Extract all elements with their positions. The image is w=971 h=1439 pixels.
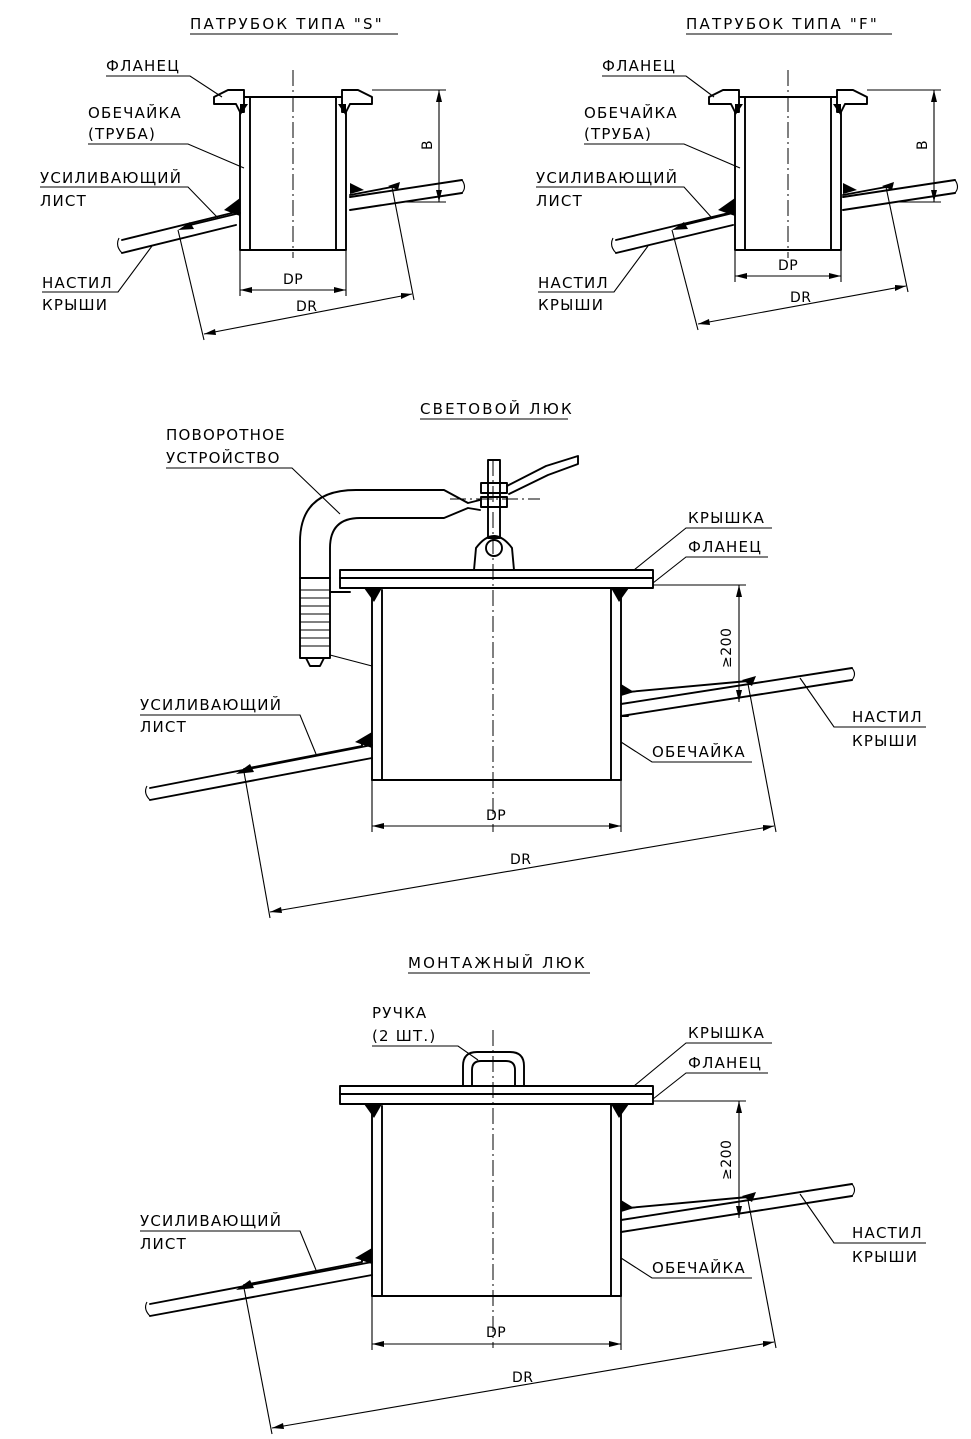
reinforcing-sheet-label-sub: ЛИСТ xyxy=(140,718,187,736)
roof-deck-label: НАСТИЛ xyxy=(852,708,923,726)
manhole-title: МОНТАЖНЫЙ ЛЮК xyxy=(408,953,587,972)
reinforcing-sheet-label-sub: ЛИСТ xyxy=(140,1235,187,1253)
dimension-dr-label: DR xyxy=(512,1370,534,1386)
reinforcing-sheet-label: УСИЛИВАЮЩИЙ xyxy=(40,168,182,187)
reinforcing-sheet-label: УСИЛИВАЮЩИЙ xyxy=(140,695,282,714)
skylight-title: СВЕТОВОЙ ЛЮК xyxy=(420,399,574,418)
flange-label: ФЛАНЕЦ xyxy=(106,57,180,75)
swivel-device-label: ПОВОРОТНОЕ xyxy=(166,426,286,444)
dimension-b-label: B xyxy=(915,140,931,150)
reinforcing-sheet-label: УСИЛИВАЮЩИЙ xyxy=(140,1211,282,1230)
roof-deck-label-sub: КРЫШИ xyxy=(42,296,108,314)
reinforcing-sheet-label: УСИЛИВАЮЩИЙ xyxy=(536,168,678,187)
roof-deck-label: НАСТИЛ xyxy=(852,1224,923,1242)
mounting-hatch-diagram: МОНТАЖНЫЙ ЛЮК ≥200 xyxy=(140,953,926,1435)
roof-deck-label-sub: КРЫШИ xyxy=(538,296,604,314)
swivel-device-label-sub: УСТРОЙСТВО xyxy=(166,448,281,467)
roof-deck-label-sub: КРЫШИ xyxy=(852,732,918,750)
dimension-dp-label: DP xyxy=(486,808,506,824)
reinforcing-sheet-label-sub: ЛИСТ xyxy=(536,192,583,210)
roof-deck-label-sub: КРЫШИ xyxy=(852,1248,918,1266)
nozzle-f-title: ПАТРУБОК ТИПА "F" xyxy=(686,15,879,33)
shell-label: ОБЕЧАЙКА xyxy=(88,103,182,122)
shell-label: ОБЕЧАЙКА xyxy=(652,1258,746,1277)
flange-label: ФЛАНЕЦ xyxy=(688,1054,762,1072)
dimension-b-label: B xyxy=(420,140,436,150)
cover-label: КРЫШКА xyxy=(688,509,765,527)
reinforcing-sheet-label-sub: ЛИСТ xyxy=(40,192,87,210)
cover-label: КРЫШКА xyxy=(688,1024,765,1042)
handle-label-sub: (2 ШТ.) xyxy=(372,1027,436,1045)
dimension-dr-label: DR xyxy=(510,852,532,868)
dimension-dp-label: DP xyxy=(778,258,798,274)
shell-label: ОБЕЧАЙКА xyxy=(652,742,746,761)
roof-deck-label: НАСТИЛ xyxy=(538,274,609,292)
dimension-dr-label: DR xyxy=(296,299,318,315)
shell-label-sub: (ТРУБА) xyxy=(584,125,652,143)
min-height-label: ≥200 xyxy=(719,628,735,668)
min-height-label: ≥200 xyxy=(719,1140,735,1180)
nozzle-f-diagram: ПАТРУБОК ТИПА "F" B DP xyxy=(536,15,959,331)
shell-label-sub: (ТРУБА) xyxy=(88,125,156,143)
dimension-dr-label: DR xyxy=(790,290,812,306)
nozzle-s-title: ПАТРУБОК ТИПА "S" xyxy=(190,15,384,33)
nozzle-s-diagram: ПАТРУБОК ТИПА "S" B xyxy=(40,15,466,341)
dimension-dp-label: DP xyxy=(283,272,303,288)
roof-deck-label: НАСТИЛ xyxy=(42,274,113,292)
flange-label: ФЛАНЕЦ xyxy=(602,57,676,75)
shell-label: ОБЕЧАЙКА xyxy=(584,103,678,122)
handle-label: РУЧКА xyxy=(372,1004,427,1022)
skylight-hatch-diagram: СВЕТОВОЙ ЛЮК xyxy=(140,399,926,919)
dimension-dp-label: DP xyxy=(486,1325,506,1341)
flange-label: ФЛАНЕЦ xyxy=(688,538,762,556)
